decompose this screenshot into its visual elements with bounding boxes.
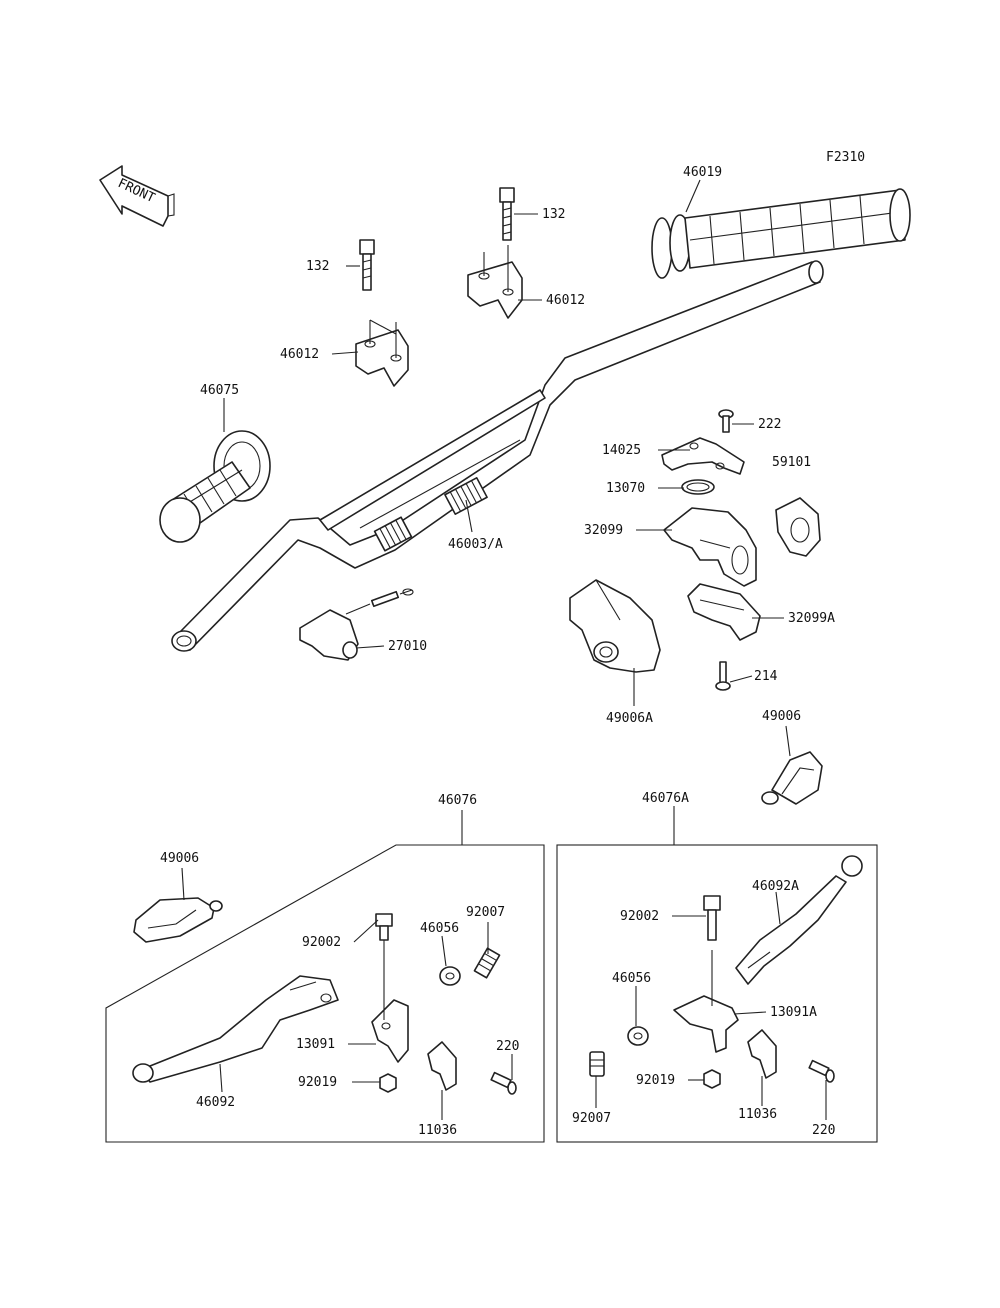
label-32099: 32099 (584, 523, 623, 538)
screw-220-right (808, 1059, 835, 1083)
label-92007-left: 92007 (466, 905, 505, 920)
lever-46092A (735, 855, 863, 985)
label-220-left: 220 (496, 1039, 519, 1054)
label-46056-left: 46056 (420, 921, 459, 936)
label-46076: 46076 (438, 793, 477, 808)
lever-46092 (132, 975, 339, 1083)
label-46076A: 46076A (642, 791, 689, 806)
label-222: 222 (758, 417, 781, 432)
spring-46056-left (439, 966, 461, 986)
label-49006-right: 49006 (762, 709, 801, 724)
leader-lines (181, 179, 827, 1120)
label-46056-right: 46056 (612, 971, 651, 986)
spring-46056-right (627, 1026, 649, 1046)
bolt-132-left (359, 239, 375, 291)
ring-13070 (681, 479, 715, 495)
lever-kit-box-right (556, 844, 878, 1143)
label-132-top: 132 (542, 207, 565, 222)
label-92002-right: 92002 (620, 909, 659, 924)
figure-code: F2310 (826, 150, 865, 165)
label-14025: 14025 (602, 443, 641, 458)
cap-49006-right (761, 751, 823, 805)
clamp-11036-right (747, 1029, 777, 1079)
part-59101 (775, 497, 821, 557)
label-32099A: 32099A (788, 611, 835, 626)
cover-14025 (661, 437, 745, 475)
bolt-92002-right (703, 895, 721, 941)
label-13070: 13070 (606, 481, 645, 496)
nut-92019-right (703, 1069, 721, 1089)
label-92002-left: 92002 (302, 935, 341, 950)
housing-32099 (663, 507, 757, 587)
label-27010: 27010 (388, 639, 427, 654)
adjuster-92007-right (589, 1051, 605, 1077)
label-46092: 46092 (196, 1095, 235, 1110)
part-labels: 46019 132 132 46012 46012 46075 222 1402… (160, 165, 835, 1138)
label-92019-left: 92019 (298, 1075, 337, 1090)
handlebar (171, 260, 824, 652)
adjuster-92007-left (473, 947, 501, 979)
label-11036-left: 11036 (418, 1123, 457, 1138)
right-grip (651, 188, 911, 279)
label-46075: 46075 (200, 383, 239, 398)
screw-222 (718, 409, 734, 433)
clamp-46012-left (355, 319, 409, 387)
lever-kit-box-left (105, 844, 545, 1143)
screw-214 (715, 661, 731, 691)
front-arrow-icon: FRONT (99, 165, 175, 227)
left-grip (159, 430, 271, 543)
label-13091A: 13091A (770, 1005, 817, 1020)
label-46012-top: 46012 (546, 293, 585, 308)
bracket-13091A (673, 950, 739, 1053)
label-46019: 46019 (683, 165, 722, 180)
label-46012-left: 46012 (280, 347, 319, 362)
cap-49006-left (133, 897, 223, 943)
label-49006-left: 49006 (160, 851, 199, 866)
bracket-13091 (371, 940, 409, 1063)
label-214: 214 (754, 669, 778, 684)
label-11036-right: 11036 (738, 1107, 777, 1122)
housing-32099A (687, 583, 761, 641)
label-46003A: 46003/A (448, 537, 503, 552)
bolt-92002-left (375, 913, 393, 941)
label-49006A: 49006A (606, 711, 653, 726)
housing-49006A (569, 579, 661, 673)
bolt-132-top (499, 187, 515, 241)
label-92007-right: 92007 (572, 1111, 611, 1126)
clamp-46012-top (467, 245, 523, 319)
label-132-left: 132 (306, 259, 329, 274)
nut-92019-left (379, 1073, 397, 1093)
label-92019-right: 92019 (636, 1073, 675, 1088)
screw-220-left (490, 1071, 517, 1095)
label-13091: 13091 (296, 1037, 335, 1052)
label-220-right: 220 (812, 1123, 835, 1138)
label-46092A: 46092A (752, 879, 799, 894)
clamp-11036-left (427, 1041, 457, 1091)
switch-27010 (299, 588, 414, 661)
label-59101: 59101 (772, 455, 811, 470)
